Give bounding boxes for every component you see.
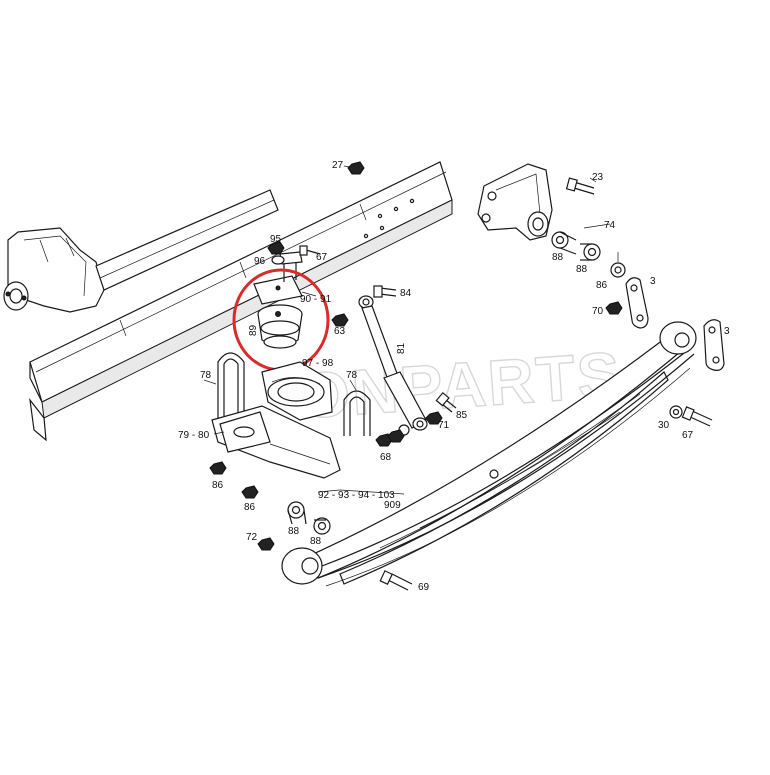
nut-71 xyxy=(425,411,443,425)
label-68: 68 xyxy=(380,452,392,463)
nut-68-right xyxy=(375,433,393,447)
rear-axle-differential xyxy=(3,189,279,313)
nut-68-small xyxy=(387,429,405,443)
label-86-left: 86 xyxy=(212,480,224,491)
bush-88-lower-left xyxy=(287,501,307,525)
bush-88-lower-right xyxy=(313,517,331,535)
shackle-plate-3-lower xyxy=(703,319,725,371)
label-79-80: 79 - 80 xyxy=(178,430,210,441)
part-labels: 27 23 74 95 96 67 88 88 86 3 84 90 - 91 … xyxy=(178,160,730,593)
bush-88-upper-right xyxy=(580,243,601,261)
bush-88-upper-left xyxy=(551,231,577,255)
label-85: 85 xyxy=(456,410,468,421)
nut-72 xyxy=(257,537,275,551)
bump-stop-bracket-95 xyxy=(253,251,303,305)
bolt-69 xyxy=(379,570,413,591)
label-23: 23 xyxy=(592,172,604,183)
label-89: 89 xyxy=(248,324,259,336)
washer-86 xyxy=(610,262,626,278)
nut-86-right xyxy=(241,485,259,499)
label-74: 74 xyxy=(604,220,616,231)
label-69: 69 xyxy=(418,582,430,593)
label-84: 84 xyxy=(400,288,412,299)
label-78-left: 78 xyxy=(200,370,212,381)
washer-30 xyxy=(669,405,683,419)
label-92-103: 92 - 93 - 94 - 103 xyxy=(318,490,395,501)
chassis-frame-rail xyxy=(29,161,453,442)
u-bolt-plate-79-80 xyxy=(211,405,341,479)
label-81: 81 xyxy=(396,342,407,354)
label-909: 909 xyxy=(384,500,401,511)
spring-hanger-bracket xyxy=(477,163,553,241)
shock-absorber-81 xyxy=(358,295,428,431)
nut-63 xyxy=(331,313,349,327)
label-88-lower-left: 88 xyxy=(288,526,300,537)
label-88-lower-right: 88 xyxy=(310,536,322,547)
bolt-67-lower xyxy=(681,406,713,427)
label-67-upper: 67 xyxy=(316,252,328,263)
leader-lines xyxy=(203,165,619,495)
nut-86-left xyxy=(209,461,227,475)
label-96: 96 xyxy=(254,256,266,267)
label-88-upper-right: 88 xyxy=(576,264,588,275)
bump-stop-rubber-89 xyxy=(257,304,303,349)
u-bolt-78-right xyxy=(343,390,371,436)
label-30: 30 xyxy=(658,420,670,431)
label-78-right: 78 xyxy=(346,370,358,381)
label-88-upper-left: 88 xyxy=(552,252,564,263)
label-72: 72 xyxy=(246,532,258,543)
label-90-91: 90 - 91 xyxy=(300,294,332,305)
label-3-upper: 3 xyxy=(650,276,656,287)
label-95: 95 xyxy=(270,234,282,245)
label-97-98: 97 - 98 xyxy=(302,358,334,369)
label-3-lower: 3 xyxy=(724,326,730,337)
shackle-plate-3-upper xyxy=(625,277,649,329)
bolt-84 xyxy=(373,285,397,298)
bolt-67-upper xyxy=(299,245,321,256)
washer-96 xyxy=(271,255,285,265)
bolt-85 xyxy=(435,391,457,413)
nut-70 xyxy=(605,301,623,315)
leaf-spring xyxy=(281,321,697,587)
label-63: 63 xyxy=(334,326,346,337)
label-71: 71 xyxy=(438,420,450,431)
bolt-23 xyxy=(565,177,595,195)
label-27: 27 xyxy=(332,160,344,171)
label-70: 70 xyxy=(592,306,604,317)
nut-95 xyxy=(267,241,285,255)
label-86-right: 86 xyxy=(244,502,256,513)
nut-27 xyxy=(347,161,365,175)
label-86-upper: 86 xyxy=(596,280,608,291)
spring-seat-97-98 xyxy=(261,361,333,421)
u-bolt-78-left xyxy=(217,352,245,420)
label-67-lower: 67 xyxy=(682,430,694,441)
